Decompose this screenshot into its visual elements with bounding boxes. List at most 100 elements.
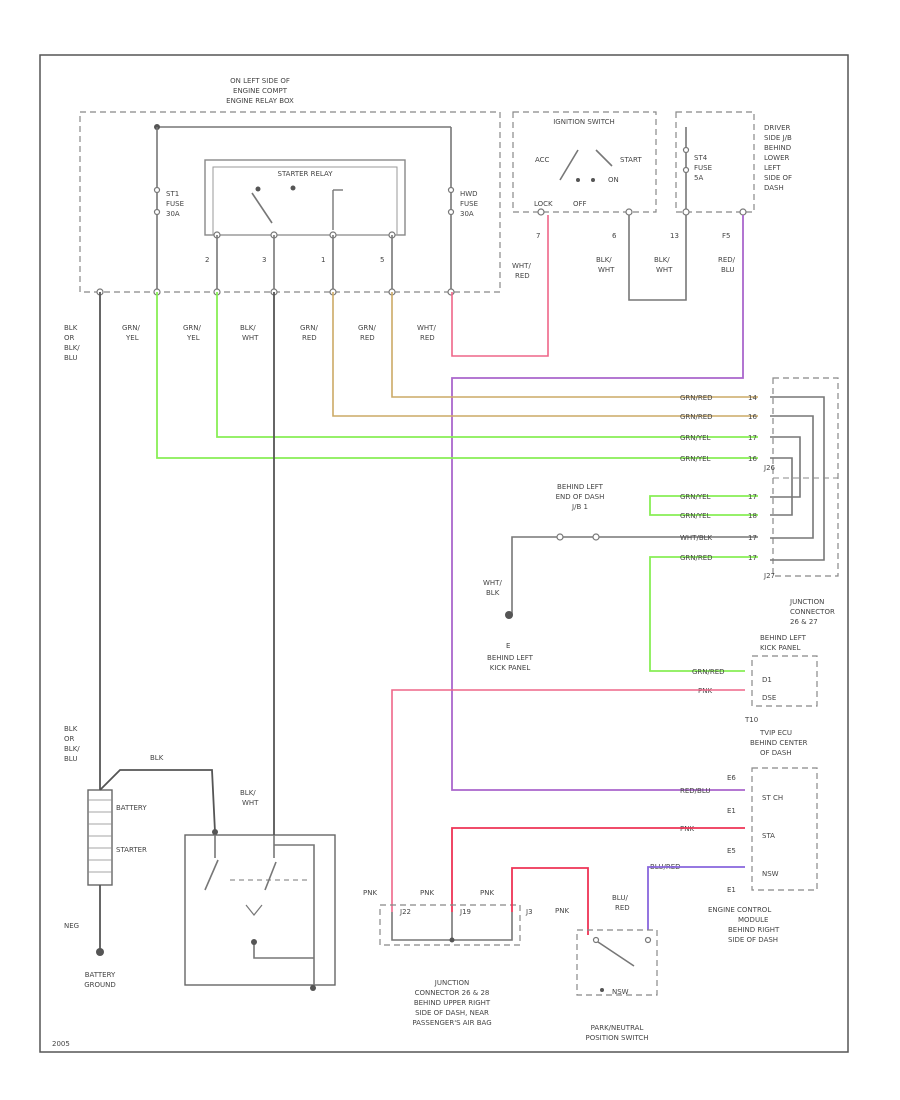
svg-text:RED: RED — [302, 334, 317, 342]
svg-text:GRN/YEL: GRN/YEL — [680, 455, 711, 463]
diagram-frame — [39, 54, 849, 1053]
svg-text:GRN/: GRN/ — [183, 324, 202, 332]
svg-text:ST4: ST4 — [694, 154, 708, 162]
svg-text:BLU: BLU — [64, 755, 77, 763]
svg-text:ON: ON — [608, 176, 619, 184]
jb1-location-2: END OF DASH — [556, 493, 605, 501]
svg-text:E5: E5 — [727, 847, 736, 855]
svg-text:HWD: HWD — [460, 190, 478, 198]
svg-text:WHT/: WHT/ — [512, 262, 531, 270]
svg-text:WHT/BLK: WHT/BLK — [680, 534, 713, 542]
starter-motor — [184, 834, 336, 991]
junction-connector-26-28: PNK PNK PNK J22 J19 J3 JUNCTION CONNECTO… — [363, 889, 533, 1027]
svg-text:BLK/: BLK/ — [596, 256, 612, 264]
svg-text:OFF: OFF — [573, 200, 587, 208]
relay-box-location-line3: ENGINE RELAY BOX — [226, 97, 294, 105]
svg-text:JUNCTION: JUNCTION — [789, 598, 824, 606]
svg-text:GRN/YEL: GRN/YEL — [680, 434, 711, 442]
svg-text:KICK PANEL: KICK PANEL — [760, 644, 801, 652]
svg-text:BLK/: BLK/ — [654, 256, 670, 264]
svg-text:GRN/RED: GRN/RED — [680, 394, 713, 402]
svg-text:J22: J22 — [399, 908, 411, 916]
svg-text:DSE: DSE — [762, 694, 776, 702]
svg-text:RED: RED — [360, 334, 375, 342]
relay-wire-color-labels: BLK OR BLK/ BLU GRN/ YEL GRN/ YEL BLK/ W… — [64, 324, 436, 362]
svg-text:FUSE: FUSE — [460, 200, 478, 208]
svg-text:D1: D1 — [762, 676, 772, 684]
ground-e-point — [505, 611, 513, 619]
wire-grn-yel-2 — [156, 292, 758, 459]
svg-text:2: 2 — [205, 256, 209, 264]
jb1-location-3: J/B 1 — [571, 503, 588, 511]
svg-text:BATTERY: BATTERY — [85, 971, 116, 979]
svg-text:WHT: WHT — [242, 799, 259, 807]
svg-text:GROUND: GROUND — [84, 981, 116, 989]
svg-text:RED: RED — [615, 904, 630, 912]
svg-text:NSW: NSW — [612, 988, 629, 996]
starter-relay-label: STARTER RELAY — [278, 170, 334, 178]
svg-text:RED/BLU: RED/BLU — [680, 787, 711, 795]
svg-text:BLK: BLK — [150, 754, 164, 762]
wire-pnk-t10 — [391, 689, 745, 912]
svg-text:BLK/: BLK/ — [64, 344, 80, 352]
svg-text:START: START — [620, 156, 642, 164]
svg-text:NSW: NSW — [762, 870, 779, 878]
svg-text:GRN/RED: GRN/RED — [680, 413, 713, 421]
svg-text:DASH: DASH — [764, 184, 784, 192]
svg-text:BLU: BLU — [64, 354, 77, 362]
wire-pnk-ecm — [451, 827, 745, 912]
svg-text:FUSE: FUSE — [694, 164, 712, 172]
svg-text:BEHIND RIGHT: BEHIND RIGHT — [728, 926, 780, 934]
svg-text:JUNCTION: JUNCTION — [434, 979, 469, 987]
svg-text:PNK: PNK — [555, 907, 569, 915]
engine-control-module: RED/BLU PNK BLU/RED E1 E5 E1 E6 ST CH ST… — [650, 767, 818, 944]
svg-text:WHT: WHT — [656, 266, 673, 274]
wire-pnk-pn — [511, 867, 589, 935]
ignition-switch: IGNITION SWITCH ACC START ON OFF LOCK — [512, 111, 657, 216]
svg-text:16: 16 — [748, 455, 757, 463]
wire-grn-yel-loop — [649, 495, 758, 516]
svg-text:17: 17 — [748, 534, 757, 542]
svg-text:5: 5 — [380, 256, 384, 264]
svg-text:26 & 27: 26 & 27 — [790, 618, 818, 626]
battery-ground-point — [96, 948, 104, 956]
svg-text:6: 6 — [612, 232, 617, 240]
svg-text:J19: J19 — [459, 908, 471, 916]
svg-text:ST1: ST1 — [166, 190, 179, 198]
svg-text:ENGINE CONTROL: ENGINE CONTROL — [708, 906, 771, 914]
svg-text:PNK: PNK — [680, 825, 694, 833]
svg-text:F5: F5 — [722, 232, 730, 240]
wire-grn-yel-1 — [216, 292, 758, 438]
relay-box-location-line1: ON LEFT SIDE OF — [230, 77, 290, 85]
starter-label: STARTER — [116, 846, 147, 854]
t10-connector: GRN/RED PNK D1 DSE T10 — [692, 655, 818, 724]
svg-text:OR: OR — [64, 735, 75, 743]
svg-text:GRN/: GRN/ — [122, 324, 141, 332]
svg-text:J26: J26 — [763, 464, 776, 472]
svg-text:16: 16 — [748, 413, 757, 421]
svg-text:ST CH: ST CH — [762, 794, 783, 802]
svg-text:E6: E6 — [727, 774, 736, 782]
junction-connector-26-27-label: JUNCTION CONNECTOR 26 & 27 BEHIND LEFT K… — [760, 598, 835, 652]
svg-text:BEHIND UPPER RIGHT: BEHIND UPPER RIGHT — [414, 999, 491, 1007]
wire-grn-red-t10 — [649, 556, 758, 672]
tvip-ecu-2: BEHIND CENTER — [750, 739, 808, 747]
svg-text:PNK: PNK — [420, 889, 434, 897]
footer-code: 2005 — [52, 1040, 70, 1048]
svg-text:BLU: BLU — [721, 266, 734, 274]
battery-label: BATTERY — [116, 804, 147, 812]
svg-text:GRN/YEL: GRN/YEL — [680, 493, 711, 501]
ignition-st4-wire — [628, 215, 687, 301]
ground-wire-color-2: BLK — [486, 589, 500, 597]
driver-side-junction-block: ST4 FUSE 5A DRIVER SIDE J/B BEHIND LOWER… — [675, 111, 792, 216]
svg-text:YEL: YEL — [186, 334, 200, 342]
svg-text:BLK/: BLK/ — [240, 789, 256, 797]
svg-text:LOWER: LOWER — [764, 154, 790, 162]
svg-text:RED: RED — [515, 272, 530, 280]
svg-text:17: 17 — [748, 434, 757, 442]
svg-text:PASSENGER'S AIR BAG: PASSENGER'S AIR BAG — [412, 1019, 491, 1027]
ignition-wire-labels: 7 6 13 F5 WHT/ RED BLK/ WHT BLK/ WHT RED… — [512, 232, 736, 280]
svg-text:GRN/: GRN/ — [300, 324, 319, 332]
svg-text:SIDE OF DASH, NEAR: SIDE OF DASH, NEAR — [415, 1009, 489, 1017]
